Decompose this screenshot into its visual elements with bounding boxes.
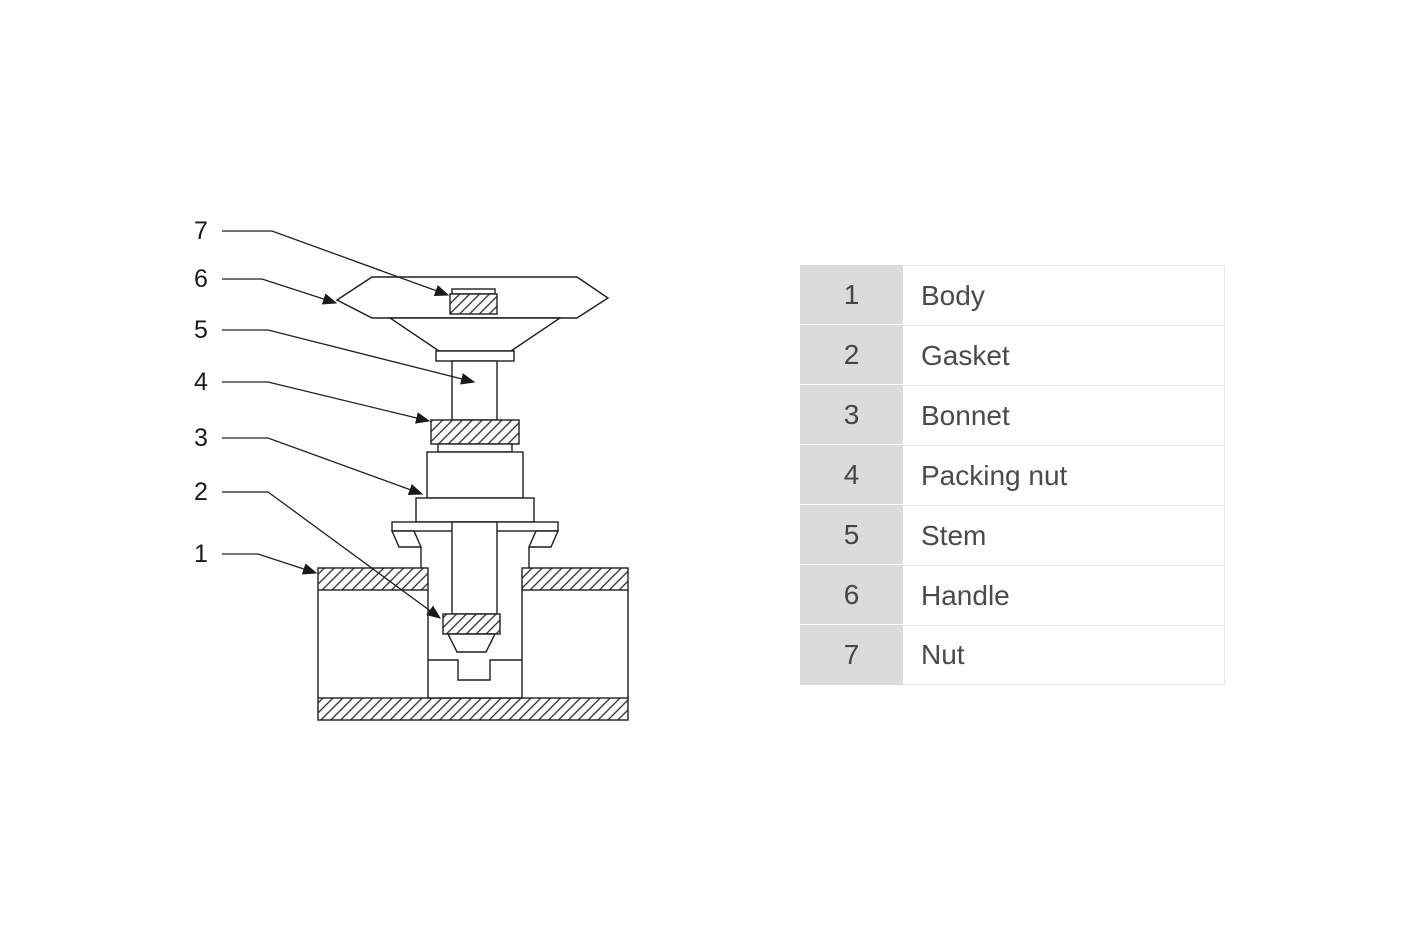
leader-line-6: [222, 278, 338, 305]
legend-row: 5 Stem: [800, 505, 1225, 565]
legend-label: Nut: [903, 625, 1225, 685]
body-drawing: [317, 567, 629, 721]
leader-line-5: [222, 329, 476, 385]
legend-number: 7: [800, 625, 903, 685]
leader-line-1: [222, 553, 318, 575]
gasket-drawing: [442, 613, 501, 653]
legend-row: 4 Packing nut: [800, 445, 1225, 505]
callout-6: 6: [194, 265, 208, 293]
legend-label: Bonnet: [903, 385, 1225, 445]
packing-nut-drawing: [430, 419, 520, 453]
stem-drawing: [451, 360, 498, 421]
callout-7: 7: [194, 217, 208, 245]
legend-row: 6 Handle: [800, 565, 1225, 625]
leader-line-3: [222, 437, 424, 496]
legend-label: Handle: [903, 565, 1225, 625]
leader-line-2: [222, 491, 442, 619]
valve-cross-section-svg: [222, 230, 629, 721]
legend-row: 7 Nut: [800, 625, 1225, 685]
legend-number: 5: [800, 505, 903, 565]
legend-label: Packing nut: [903, 445, 1225, 505]
leader-lines: [222, 230, 476, 619]
stem-lower-drawing: [451, 521, 498, 615]
callout-4: 4: [194, 368, 208, 396]
nut-drawing: [449, 288, 498, 315]
legend-number: 1: [800, 265, 903, 325]
legend-number: 2: [800, 325, 903, 385]
legend-number: 6: [800, 565, 903, 625]
callout-2: 2: [194, 478, 208, 506]
bonnet-drawing: [390, 451, 560, 568]
legend-number: 4: [800, 445, 903, 505]
legend-row: 1 Body: [800, 265, 1225, 325]
legend-number: 3: [800, 385, 903, 445]
callout-1: 1: [194, 540, 208, 568]
legend-label: Body: [903, 265, 1225, 325]
parts-legend-table: 1 Body 2 Gasket 3 Bonnet 4 Packing nut 5…: [800, 265, 1225, 685]
legend-label: Stem: [903, 505, 1225, 565]
legend-row: 3 Bonnet: [800, 385, 1225, 445]
leader-line-7: [222, 230, 450, 297]
leader-line-4: [222, 381, 431, 424]
legend-label: Gasket: [903, 325, 1225, 385]
callout-5: 5: [194, 316, 208, 344]
valve-diagram: 7 6 5 4 3 2 1: [0, 0, 700, 946]
callout-3: 3: [194, 424, 208, 452]
legend-row: 2 Gasket: [800, 325, 1225, 385]
